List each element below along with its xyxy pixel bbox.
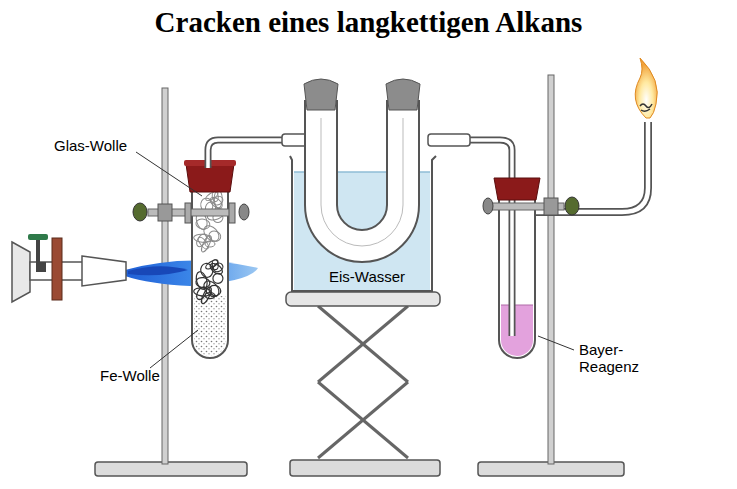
leader-line	[136, 152, 202, 196]
outlet-tube	[640, 104, 652, 111]
u-tube	[304, 79, 338, 110]
bunsen-burner	[12, 242, 30, 302]
part-label: Eis-Wasser	[329, 268, 405, 285]
tube-clamp	[185, 203, 191, 223]
outlet-tube	[536, 58, 657, 212]
lab-jack	[318, 306, 408, 382]
leader-line	[150, 330, 198, 368]
diagram-title: Cracken eines langkettigen Alkans	[0, 6, 737, 39]
lab-jack	[318, 306, 408, 382]
u-tube	[321, 100, 403, 246]
glass-wool	[214, 190, 222, 208]
u-tube	[321, 100, 403, 246]
glass-wool	[197, 236, 210, 251]
iron-wool	[212, 259, 219, 270]
reagent-tube	[510, 190, 514, 336]
bunsen-burner	[28, 234, 48, 240]
tube-clamp	[483, 197, 579, 215]
leader-line	[538, 336, 574, 350]
part-label: Fe-Wolle	[100, 367, 160, 384]
lab-jack	[318, 382, 408, 458]
bunsen-burner	[82, 256, 126, 286]
reagent-tube	[494, 150, 540, 358]
part-label: Glas-Wolle	[54, 137, 127, 154]
reagent-tube	[509, 190, 516, 336]
iron-wool	[193, 258, 225, 305]
tube-clamp	[483, 198, 493, 214]
tube-clamp	[133, 203, 147, 221]
glass-tube	[208, 134, 320, 168]
u-tube	[304, 79, 512, 336]
reagent-tube	[501, 305, 533, 356]
u-tube	[321, 118, 403, 246]
tube-clamp	[229, 203, 235, 223]
bunsen-burner	[52, 238, 62, 300]
glass-wool	[195, 218, 211, 230]
reagent-tube	[510, 150, 511, 176]
reagent-tube	[499, 195, 535, 358]
outlet-tube	[635, 58, 657, 118]
bunsen-burner	[128, 266, 188, 275]
lab-jack	[318, 382, 408, 458]
reaction-tube	[194, 296, 226, 356]
reagent-tube	[494, 178, 540, 200]
tube-clamp	[133, 203, 249, 223]
tube-clamp	[158, 204, 172, 221]
tube-clamp	[544, 198, 558, 215]
u-tube	[386, 79, 420, 110]
iron-wool	[204, 258, 219, 271]
lab-jack	[286, 292, 440, 306]
right-stand	[548, 75, 554, 464]
reagent-tube	[501, 305, 533, 306]
tube-clamp	[565, 197, 579, 215]
iron-wool	[195, 285, 209, 301]
bunsen-burner	[36, 236, 40, 266]
left-stand	[95, 462, 247, 476]
lab-jack	[290, 460, 440, 476]
bunsen-burner	[36, 262, 46, 272]
tube-clamp	[239, 204, 249, 220]
part-label: Bayer-Reagenz	[579, 341, 645, 376]
lab-jack	[286, 292, 440, 476]
leader-line	[136, 152, 574, 368]
glass-wool	[193, 190, 226, 253]
reaction-tube	[186, 164, 234, 192]
right-stand	[478, 75, 624, 476]
u-tube	[428, 134, 470, 146]
